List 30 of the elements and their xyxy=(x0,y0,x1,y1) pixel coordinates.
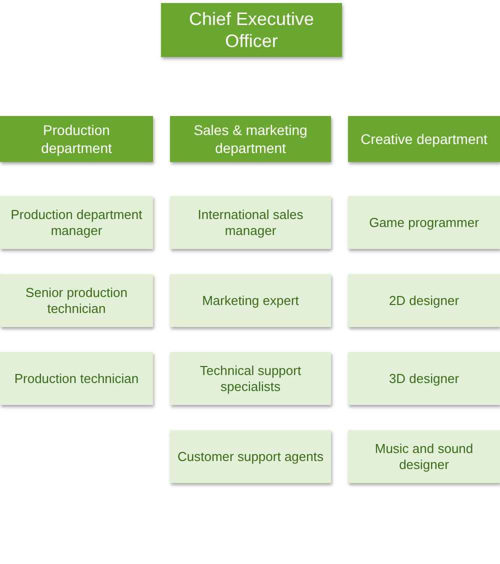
role-box xyxy=(0,196,153,249)
role-box xyxy=(170,430,331,483)
role-box xyxy=(170,352,331,405)
role-box xyxy=(348,352,500,405)
role-title: Production department manager xyxy=(10,206,144,238)
role-title: International sales manager xyxy=(196,206,304,238)
role-title: Music and sound designer xyxy=(374,440,474,472)
role-title: 2D designer xyxy=(388,292,460,308)
role-title: Production technician xyxy=(13,370,140,386)
role-box xyxy=(348,430,500,483)
executive-box xyxy=(161,3,342,57)
department-box xyxy=(348,116,500,162)
role-title: Technical support specialists xyxy=(198,362,302,394)
role-title: Game programmer xyxy=(368,214,480,230)
role-box xyxy=(0,352,153,405)
role-title: Creative department xyxy=(360,130,488,148)
role-title: Marketing expert xyxy=(201,292,300,308)
role-box xyxy=(348,274,500,327)
role-title: Sales & marketing department xyxy=(192,121,308,157)
role-box xyxy=(170,274,331,327)
role-title: Production department xyxy=(40,121,113,157)
role-title: Chief Executive Officer xyxy=(188,8,316,52)
department-box xyxy=(170,116,331,162)
role-title: Senior production technician xyxy=(24,284,128,316)
role-box xyxy=(0,274,153,327)
role-box xyxy=(348,196,500,249)
role-title: 3D designer xyxy=(388,370,460,386)
role-title: Customer support agents xyxy=(176,448,324,464)
department-box xyxy=(0,116,153,162)
role-box xyxy=(170,196,331,249)
